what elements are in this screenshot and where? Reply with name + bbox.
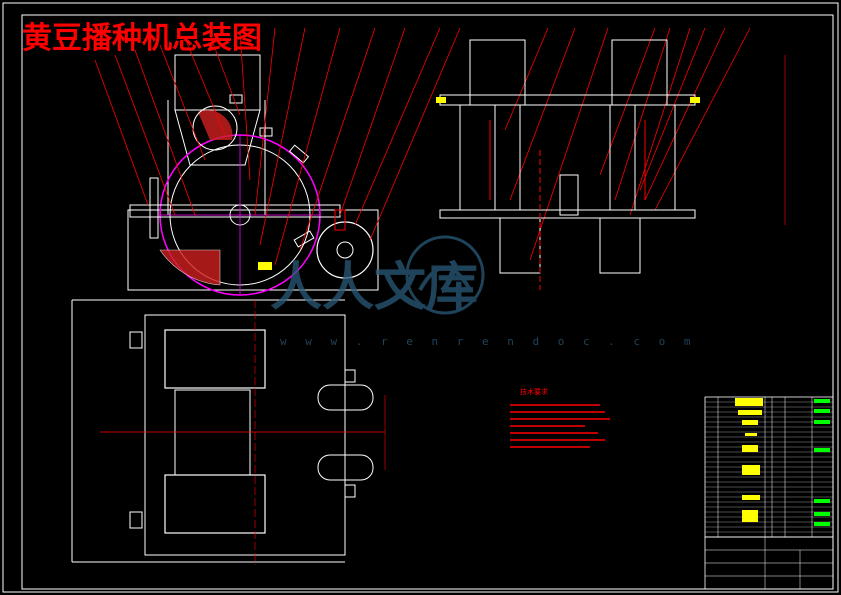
parts-list-table bbox=[704, 396, 834, 538]
side-view bbox=[436, 39, 786, 290]
inner-frame bbox=[21, 14, 834, 590]
technical-notes: 技术要求 bbox=[510, 387, 610, 448]
title-block bbox=[704, 536, 834, 590]
top-view bbox=[71, 299, 386, 565]
watermark-logo-icon bbox=[405, 235, 485, 315]
leader-lines bbox=[94, 27, 751, 266]
watermark: 人人文库 w w w . r e n r e n d o c . c o m bbox=[270, 235, 697, 348]
watermark-url: w w w . r e n r e n d o c . c o m bbox=[280, 335, 697, 348]
notes-heading: 技术要求 bbox=[520, 387, 548, 396]
watermark-brand: 人人文库 bbox=[270, 258, 478, 318]
drawing-title: 黄豆播种机总装图 bbox=[22, 21, 262, 56]
front-view bbox=[127, 54, 379, 296]
